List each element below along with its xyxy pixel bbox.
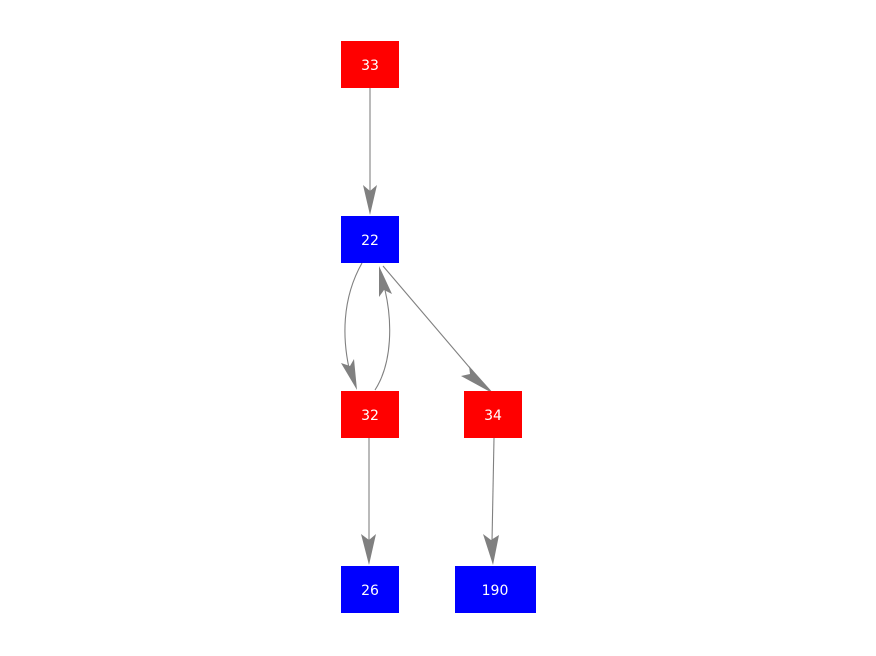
node-33-box[interactable]	[341, 41, 399, 88]
node-22-box[interactable]	[341, 216, 399, 263]
edge-34-to-190	[483, 437, 499, 565]
node-26[interactable]: 26	[341, 566, 399, 613]
edge-22-to-34-arrowhead	[461, 366, 494, 394]
edge-32-to-22-line	[374, 289, 391, 391]
edge-34-to-190-arrowhead	[483, 534, 499, 565]
node-34-box[interactable]	[464, 391, 522, 438]
edge-33-to-22-arrowhead	[363, 185, 377, 215]
node-190-box[interactable]	[455, 566, 536, 613]
node-26-box[interactable]	[341, 566, 399, 613]
edge-22-to-32	[341, 262, 363, 390]
edge-22-to-34	[382, 265, 494, 394]
node-34[interactable]: 34	[464, 391, 522, 438]
edge-32-to-22	[374, 266, 392, 391]
node-190[interactable]: 190	[455, 566, 536, 613]
edge-layer	[341, 88, 499, 565]
edge-22-to-32-arrowhead	[341, 359, 357, 390]
node-33[interactable]: 33	[341, 41, 399, 88]
node-layer: 33 22 32 34 26 190	[341, 41, 536, 613]
edge-32-to-22-arrowhead	[379, 266, 392, 297]
edge-32-to-26-arrowhead	[361, 534, 376, 565]
edge-34-to-190-line	[491, 437, 495, 543]
node-32[interactable]: 32	[341, 391, 399, 438]
edge-22-to-32-line	[344, 262, 363, 369]
node-32-box[interactable]	[341, 391, 399, 438]
edge-33-to-22	[363, 88, 377, 215]
edge-32-to-26	[361, 438, 376, 565]
node-22[interactable]: 22	[341, 216, 399, 263]
